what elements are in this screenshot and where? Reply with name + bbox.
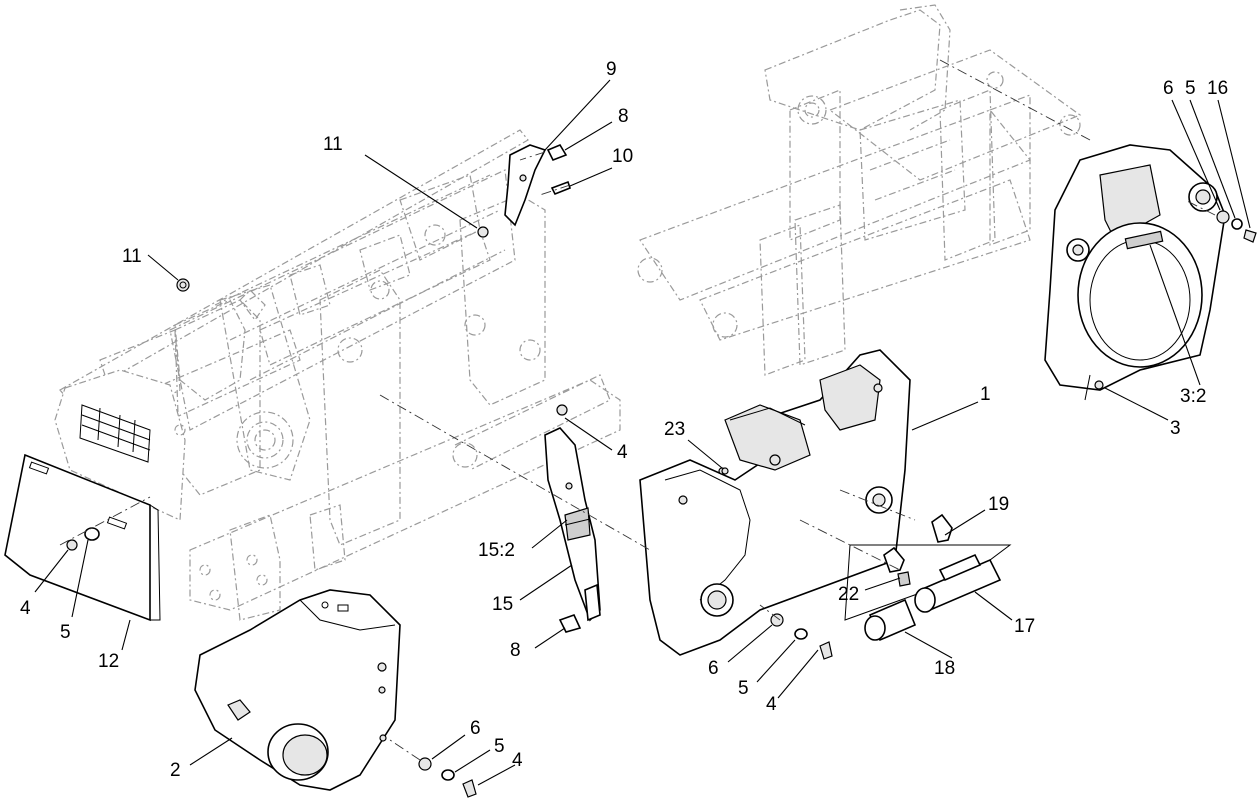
hardware [66,143,1257,798]
callout-4: 4 [766,694,777,715]
callout-4: 4 [20,598,31,619]
part-2-lower-shroud [194,589,401,791]
callout-6: 6 [470,718,481,739]
callout-5: 5 [1185,78,1196,99]
callout-16: 16 [1207,78,1228,99]
callout-15: 15 [492,594,513,615]
callout-19: 19 [988,494,1009,515]
callout-11: 11 [122,246,142,267]
callout-8: 8 [510,640,521,661]
ghost-frame [54,4,1082,621]
callout-6: 6 [1163,78,1174,99]
parts-17-18-19-22-tubes [844,513,1012,642]
callout-18: 18 [934,658,955,679]
callout-8: 8 [618,106,629,127]
part-12-front-plate [4,453,161,622]
callout-6: 6 [708,658,719,679]
callout-22: 22 [838,584,859,605]
callout-11: 11 [323,134,343,155]
callout-23: 23 [664,419,685,440]
callout-5: 5 [60,622,71,643]
alignment-lines [59,59,1216,761]
callout-3: 3 [1170,418,1181,439]
part-15-bracket [544,427,601,622]
callout-2: 2 [170,760,181,781]
callout-5: 5 [494,736,505,757]
part-9-latch [504,144,547,227]
callout-3-2: 3:2 [1180,386,1206,407]
callout-12: 12 [98,651,119,672]
leader-lines [34,79,1251,786]
callout-4: 4 [617,442,628,463]
callouts: 9 8 10 11 11 4 5 12 2 6 5 4 4 15:2 15 8 … [20,59,1228,781]
callout-5: 5 [738,678,749,699]
callout-10: 10 [612,146,633,167]
callout-17: 17 [1014,616,1035,637]
part-1-main-shroud [639,349,911,656]
callout-1: 1 [980,384,991,405]
callout-15-2: 15:2 [478,540,515,561]
callout-9: 9 [606,59,617,80]
part-3-right-shroud [1044,144,1226,401]
callout-4: 4 [512,750,523,771]
